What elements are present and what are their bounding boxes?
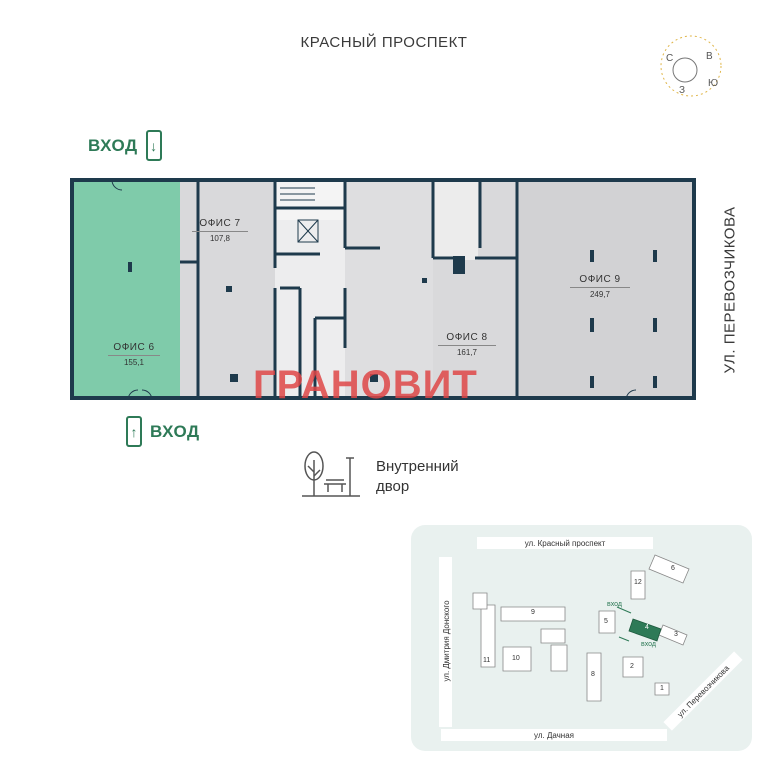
entrance-bottom-label: ВХОД	[150, 421, 200, 441]
office-8-label[interactable]: ОФИС 8 161,7	[438, 332, 496, 357]
building-8	[586, 652, 602, 702]
building-1	[654, 682, 670, 696]
building-10	[502, 646, 532, 672]
building-8a	[540, 628, 566, 644]
office-8-area-value: 161,7	[438, 345, 496, 357]
compass-rose: С В Ю З	[655, 30, 727, 102]
building-5	[598, 610, 616, 634]
office-8-front	[433, 180, 478, 260]
building-number-3: 3	[674, 631, 678, 638]
office-8-name: ОФИС 8	[446, 332, 488, 343]
compass-east: В	[706, 51, 713, 62]
building-number-9: 9	[531, 609, 535, 616]
office-6-area-value: 155,1	[108, 355, 160, 367]
arrow-down-icon: ↓	[145, 130, 162, 161]
floor-plan-drawing	[70, 169, 696, 409]
building-number-11: 11	[483, 657, 491, 664]
office-6-name: ОФИС 6	[113, 342, 155, 353]
building-number-1: 1	[660, 685, 664, 692]
building-8b	[550, 644, 568, 672]
floor-plan: ОФИС 6 155,1 ОФИС 7 107,8 ОФИС 8 161,7 О…	[70, 169, 696, 409]
office-7-area-value: 107,8	[192, 231, 248, 243]
lobby-area	[345, 180, 433, 398]
building-number-4: 4	[645, 624, 649, 631]
building-3	[658, 624, 688, 646]
office-9-name: ОФИС 9	[579, 274, 621, 285]
watermark-logo: ГРАНОВИТ	[253, 363, 478, 407]
entrance-top[interactable]: ВХОД ↓	[88, 130, 162, 161]
office-6-label[interactable]: ОФИС 6 155,1	[108, 342, 160, 367]
minimap-street-left-strip	[439, 557, 452, 727]
street-label-top: КРАСНЫЙ ПРОСПЕКТ	[300, 34, 468, 51]
building-4-highlight	[628, 618, 662, 642]
building-number-2: 2	[630, 663, 634, 670]
building-number-12: 12	[634, 579, 642, 586]
office-6-area	[72, 180, 198, 398]
minimap-buildings	[472, 554, 690, 702]
arrow-up-icon: ↑	[126, 416, 142, 447]
minimap-street-bottom: ул. Дачная	[441, 729, 667, 741]
compass-west: З	[679, 85, 686, 96]
building-number-5: 5	[604, 618, 608, 625]
building-12	[630, 570, 646, 600]
entrance-top-label: ВХОД	[88, 135, 138, 155]
entrance-bottom[interactable]: ↑ ВХОД	[126, 416, 200, 447]
corridor-area	[275, 208, 345, 398]
building-number-6: 6	[671, 565, 675, 572]
office-9-label[interactable]: ОФИС 9 249,7	[570, 274, 630, 299]
building-2	[622, 656, 644, 678]
office-7-name: ОФИС 7	[199, 218, 241, 229]
minimap-street-top: ул. Красный проспект	[477, 537, 653, 549]
building-9	[500, 606, 566, 622]
office-9-area	[517, 180, 694, 398]
building-6	[648, 554, 690, 584]
building-11	[480, 604, 496, 668]
compass-north: С	[666, 53, 674, 64]
compass-icon	[660, 35, 722, 97]
building-number-8: 8	[591, 671, 595, 678]
building-11b	[472, 592, 488, 610]
yard-icon	[300, 450, 364, 505]
building-number-10: 10	[512, 655, 520, 662]
office-9-area-value: 249,7	[570, 287, 630, 299]
location-minimap: ул. Красный проспект ул. Дачная ул. Дмит…	[411, 525, 752, 751]
yard-label: Внутренний двор	[376, 458, 459, 495]
compass-south: Ю	[708, 78, 719, 89]
minimap-entrance-label-2: вход	[641, 641, 656, 648]
street-label-right: УЛ. ПЕРЕВОЗЧИКОВА	[721, 206, 739, 374]
minimap-entrance-label-1: вход	[607, 601, 622, 608]
office-7-label[interactable]: ОФИС 7 107,8	[192, 218, 248, 243]
